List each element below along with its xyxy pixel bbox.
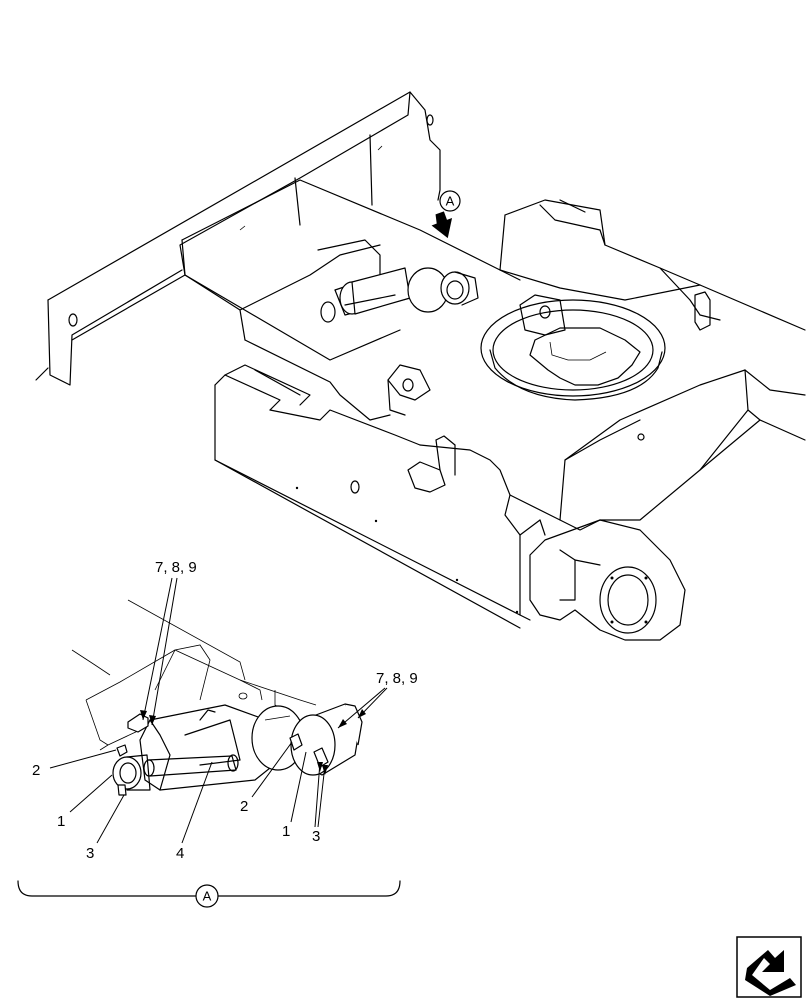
callout-7-8-9-right: 7, 8, 9 xyxy=(376,670,418,687)
detail-view-a xyxy=(71,599,363,796)
callout-2-mid: 2 xyxy=(240,798,248,815)
callout-3-mid: 3 xyxy=(312,828,320,845)
view-a-label: A xyxy=(203,889,212,904)
main-view-motor xyxy=(317,239,479,323)
callout-labels: 7, 8, 9 7, 8, 9 2 1 3 4 2 1 3 xyxy=(32,559,418,862)
callout-1-left: 1 xyxy=(57,813,65,830)
callout-7-8-9-left: 7, 8, 9 xyxy=(155,559,197,576)
callout-1-mid: 1 xyxy=(282,823,290,840)
main-frame-view: A xyxy=(35,91,806,641)
callout-2-left: 2 xyxy=(32,762,40,779)
callout-3-left: 3 xyxy=(86,845,94,862)
callout-leaders xyxy=(49,577,388,844)
view-a-bracket: A xyxy=(17,880,401,908)
callout-4: 4 xyxy=(176,845,184,862)
navigation-arrow-icon[interactable] xyxy=(736,936,802,998)
view-a-direction-marker: A xyxy=(431,190,461,239)
view-a-marker-label: A xyxy=(446,194,455,209)
